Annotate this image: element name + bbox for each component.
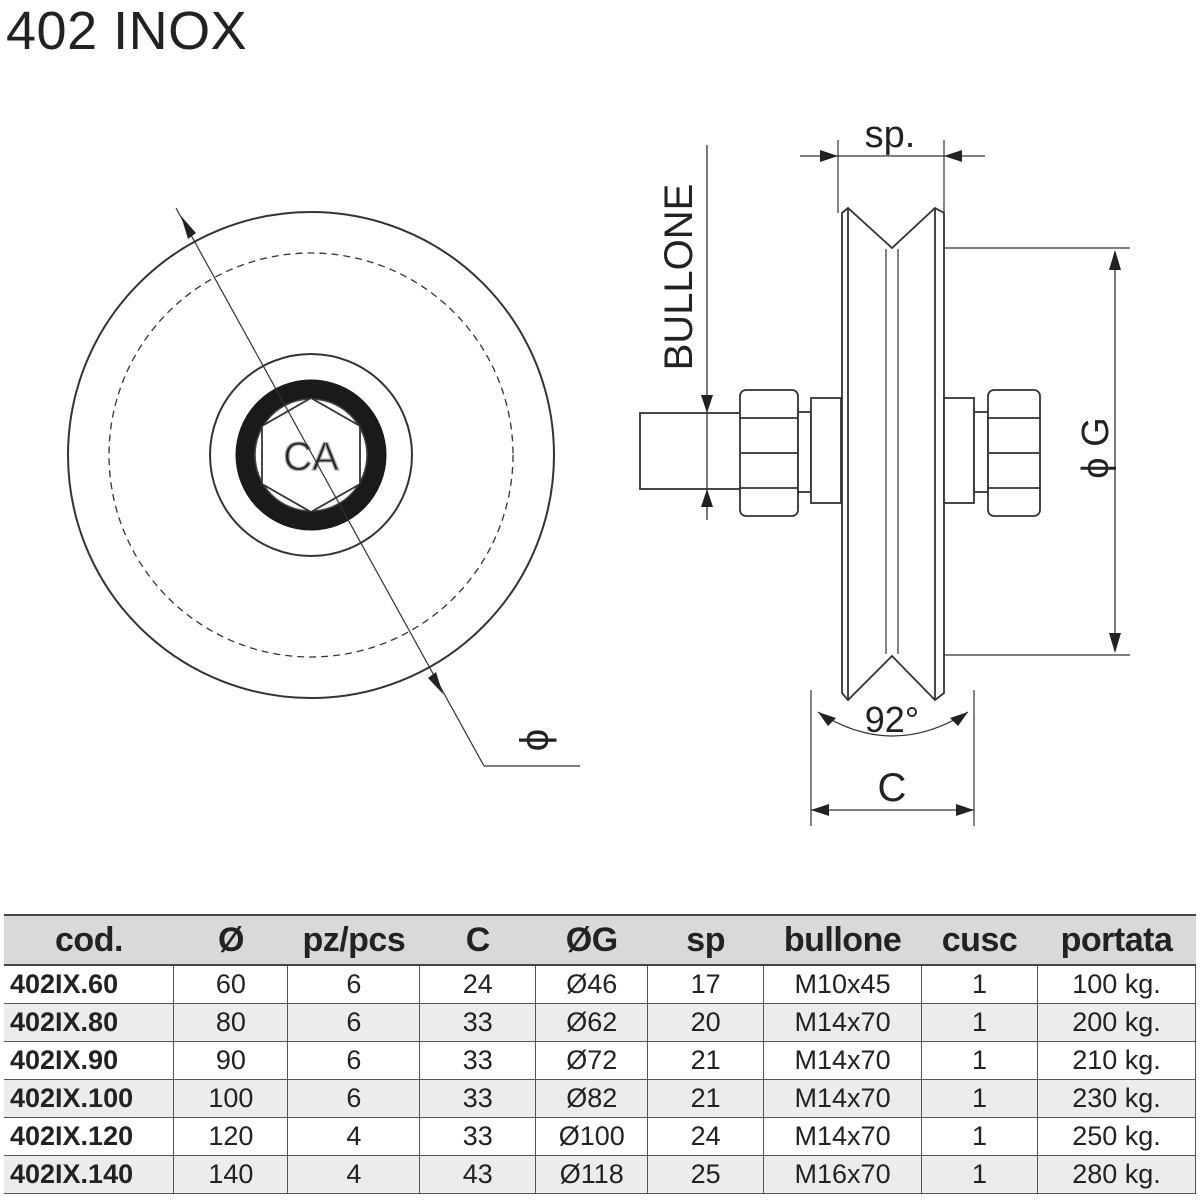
left-hub [810,397,842,504]
table-row: 402IX.120 120 4 33 Ø100 24 M14x70 1 250 … [4,1117,1196,1156]
spec-table: cod. Ø pz/pcs C ØG sp bullone cusc porta… [4,914,1196,1194]
hex-nut-outline [261,396,361,514]
right-hub [943,397,975,504]
cell-g: Ø46 [535,965,648,1004]
cell-portata: 100 kg. [1037,965,1196,1004]
cell-portata: 280 kg. [1037,1155,1196,1194]
header-g: ØG [535,914,648,966]
header-sp: sp [647,914,764,966]
diameter-arrow-top [181,216,196,239]
cell-cusc: 1 [921,1079,1038,1118]
header-c: C [419,914,536,966]
cell-cusc: 1 [921,1155,1038,1194]
diameter-leader-line [175,207,485,767]
bearing-outer-ring [209,353,413,557]
wheel-profile [841,206,945,702]
angle-arc [817,711,969,737]
table-row: 402IX.60 60 6 24 Ø46 17 M10x45 1 100 kg. [4,965,1196,1004]
cell-c: 33 [419,1117,536,1156]
wheel-outer-circle [67,211,555,699]
table-row: 402IX.80 80 6 33 Ø62 20 M14x70 1 200 kg. [4,1003,1196,1042]
table-header-row: cod. Ø pz/pcs C ØG sp bullone cusc porta… [4,914,1196,966]
cell-diameter: 140 [173,1155,288,1194]
cell-pz: 6 [287,1003,420,1042]
right-washer [973,411,989,493]
cell-diameter: 80 [173,1003,288,1042]
header-cusc: cusc [921,914,1038,966]
cell-bullone: M14x70 [763,1041,922,1080]
cell-portata: 210 kg. [1037,1041,1196,1080]
cell-diameter: 90 [173,1041,288,1080]
bolt-shaft [639,412,742,490]
header-diameter: Ø [173,914,288,966]
table-row: 402IX.100 100 6 33 Ø82 21 M14x70 1 230 k… [4,1079,1196,1118]
cell-c: 33 [419,1003,536,1042]
cell-sp: 24 [647,1117,764,1156]
header-cod: cod. [4,914,174,966]
technical-drawing: CA ϕ [67,114,1130,826]
diameter-arrow-bottom [428,672,443,694]
cell-g: Ø72 [535,1041,648,1080]
cell-diameter: 100 [173,1079,288,1118]
cell-cod: 402IX.140 [4,1155,174,1194]
cell-bullone: M14x70 [763,1003,922,1042]
header-pz: pz/pcs [287,914,420,966]
table-row: 402IX.90 90 6 33 Ø72 21 M14x70 1 210 kg. [4,1041,1196,1080]
cell-portata: 230 kg. [1037,1079,1196,1118]
bolt-label: BULLONE [657,184,701,371]
angle-label: 92° [865,699,919,740]
diameter-label: ϕ [513,729,557,751]
header-bullone: bullone [763,914,922,966]
wheel-front-view: CA ϕ [67,207,580,767]
left-washer [797,411,812,493]
cell-cod: 402IX.80 [4,1003,174,1042]
wheel-groove-circle [108,252,514,658]
cell-pz: 4 [287,1117,420,1156]
cell-c: 33 [419,1041,536,1080]
cell-cusc: 1 [921,1117,1038,1156]
cell-bullone: M16x70 [763,1155,922,1194]
cell-cod: 402IX.90 [4,1041,174,1080]
cell-sp: 20 [647,1003,764,1042]
table-row: 402IX.140 140 4 43 Ø118 25 M16x70 1 280 … [4,1155,1196,1194]
header-portata: portata [1037,914,1196,966]
cell-cusc: 1 [921,1041,1038,1080]
cell-diameter: 120 [173,1117,288,1156]
cell-sp: 21 [647,1079,764,1118]
cell-cusc: 1 [921,1003,1038,1042]
cell-sp: 25 [647,1155,764,1194]
cell-bullone: M10x45 [763,965,922,1004]
cell-diameter: 60 [173,965,288,1004]
cell-cod: 402IX.120 [4,1117,174,1156]
c-label: C [878,766,907,810]
cell-pz: 6 [287,1041,420,1080]
cell-c: 43 [419,1155,536,1194]
cell-c: 24 [419,965,536,1004]
cell-sp: 17 [647,965,764,1004]
cell-cod: 402IX.100 [4,1079,174,1118]
cell-portata: 200 kg. [1037,1003,1196,1042]
ca-logo: CA [283,435,339,479]
cell-g: Ø82 [535,1079,648,1118]
sp-label: sp. [865,114,916,156]
cell-bullone: M14x70 [763,1079,922,1118]
cell-c: 33 [419,1079,536,1118]
cell-pz: 6 [287,1079,420,1118]
g-label: ϕ G [1075,417,1117,478]
cell-pz: 4 [287,1155,420,1194]
cell-sp: 21 [647,1041,764,1080]
cell-g: Ø62 [535,1003,648,1042]
cell-bullone: M14x70 [763,1117,922,1156]
cell-portata: 250 kg. [1037,1117,1196,1156]
cell-g: Ø118 [535,1155,648,1194]
cell-g: Ø100 [535,1117,648,1156]
cell-cod: 402IX.60 [4,965,174,1004]
cell-cusc: 1 [921,965,1038,1004]
page-title: 402 INOX [6,1,248,61]
wheel-side-view [639,140,1130,826]
cell-pz: 6 [287,965,420,1004]
